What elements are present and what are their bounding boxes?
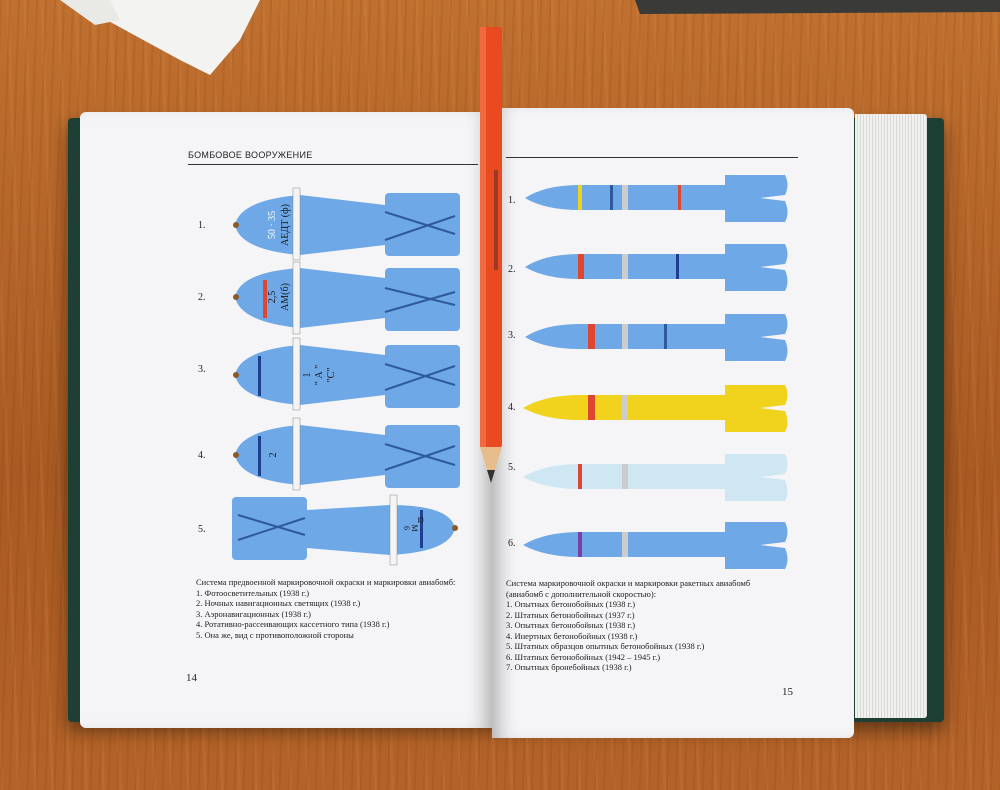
caption-line: 3. Опытных бетонобойных (1938 г.) xyxy=(506,620,636,630)
caption-line: 1. Опытных бетонобойных (1938 г.) xyxy=(506,599,636,609)
figure-number: 2. xyxy=(508,264,516,275)
caption-line: 3. Аэронавигационных (1938 г.) xyxy=(196,608,311,619)
caption-line: 2. Ночных навигационных светящих (1938 г… xyxy=(196,598,361,608)
caption-line: 4. Инертных бетонобойных (1938 г.) xyxy=(506,630,638,641)
pencil xyxy=(480,27,502,483)
bomb-marking: 2 xyxy=(268,453,279,458)
figure-number: 6. xyxy=(508,538,516,549)
right-page: 1. 2. 3. 4. 5. 6. Система маркировочной … xyxy=(492,108,854,738)
caption-line: Система предвоенной маркировочной окраск… xyxy=(196,577,456,587)
page-number: 14 xyxy=(186,672,197,684)
rocket-bomb-illustration xyxy=(525,314,788,361)
page-header: БОМБОВОЕ ВООРУЖЕНИЕ xyxy=(188,150,313,160)
rocket-bomb-illustration xyxy=(525,175,788,222)
caption-line: 5. Она же, вид с противоположной стороны xyxy=(196,629,354,640)
rocket-bomb-illustration xyxy=(525,244,788,291)
bomb-illustration: 2,5 АМ(б) xyxy=(233,261,460,335)
caption-line: 6. Штатных бетонобойных (1942 – 1945 г.) xyxy=(506,651,661,662)
bomb-marking: 1 xyxy=(302,373,313,378)
figure-number: 4. xyxy=(198,450,206,461)
header-rule xyxy=(506,157,798,158)
caption-line: Система маркировочной окраски и маркиров… xyxy=(506,578,751,588)
figure-number: 3. xyxy=(198,364,206,375)
bomb-illustration: 50 · 35 АЕДТ (ф) xyxy=(233,187,460,261)
bomb-marking: M xyxy=(410,524,419,531)
bomb-marking: АМ(б) xyxy=(280,283,291,311)
bomb-illustration: 2 xyxy=(233,417,460,491)
rocket-bomb-illustration xyxy=(523,385,788,432)
bomb-marking: 2,5 xyxy=(267,291,278,304)
figure-caption: Система предвоенной маркировочной окраск… xyxy=(196,577,455,640)
figure-number: 5. xyxy=(198,524,206,535)
caption-line: (авиабомб с дополнительной скоростью): xyxy=(506,588,657,599)
figure-caption: Система маркировочной окраски и маркиров… xyxy=(506,578,750,673)
caption-line: 5. Штатных образцов опытных бетонобойных… xyxy=(506,641,705,651)
bomb-marking: Ω xyxy=(416,517,425,523)
bomb-marking: "С" xyxy=(326,368,337,383)
figure-number: 1. xyxy=(198,220,206,231)
bomb-marking: 6 xyxy=(402,526,411,530)
figure-number: 1. xyxy=(508,195,516,206)
caption-line: 2. Штатных бетонобойных (1937 г.) xyxy=(506,609,635,620)
figure-number: 4. xyxy=(508,402,516,413)
rocket-bomb-illustration xyxy=(523,522,788,569)
page-number: 15 xyxy=(782,686,793,698)
figure-number: 5. xyxy=(508,462,516,473)
bomb-marking: АЕДТ (ф) xyxy=(280,204,291,246)
bomb-marking: 50 · 35 xyxy=(267,211,278,239)
rocket-bomb-illustration xyxy=(523,454,788,501)
caption-line: 7. Опытных бронебойных (1938 г.) xyxy=(506,662,632,672)
page-block-edge xyxy=(855,114,927,718)
bomb-illustration: 6 M Ω xyxy=(232,494,458,566)
bomb-illustration: 1 " А " "С" xyxy=(233,337,460,411)
dark-object xyxy=(635,0,1000,14)
caption-line: 4. Ротативно-рассеивающих кассетного тип… xyxy=(196,619,390,629)
bomb-marking: " А " xyxy=(314,365,325,385)
paper-scrap xyxy=(60,0,120,25)
figure-number: 3. xyxy=(508,330,516,341)
figure-number: 2. xyxy=(198,292,206,303)
caption-line: 1. Фотоосветительных (1938 г.) xyxy=(196,587,310,598)
header-rule xyxy=(188,164,478,165)
